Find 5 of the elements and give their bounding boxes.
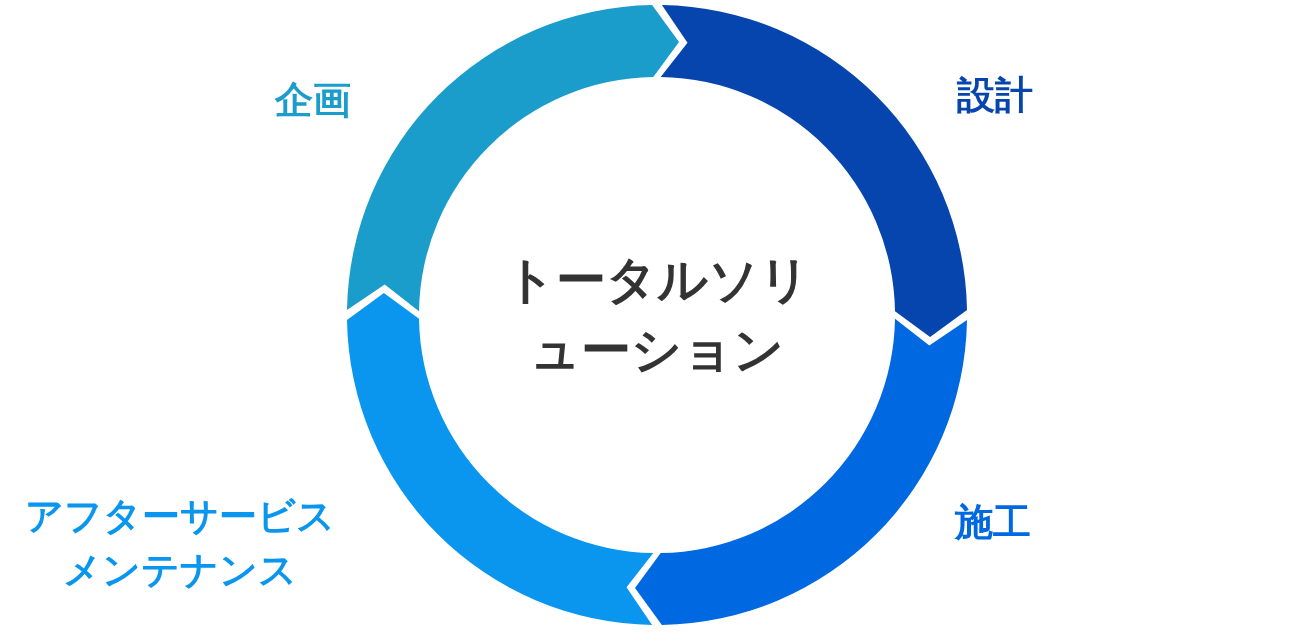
stage-label: アフターサービスメンテナンス <box>24 493 336 594</box>
stage-label: 設計 <box>956 72 1034 119</box>
stage-label: 企画 <box>274 77 352 124</box>
center-label: トータルソリューション <box>503 250 811 381</box>
stage-label: 施工 <box>953 499 1032 546</box>
